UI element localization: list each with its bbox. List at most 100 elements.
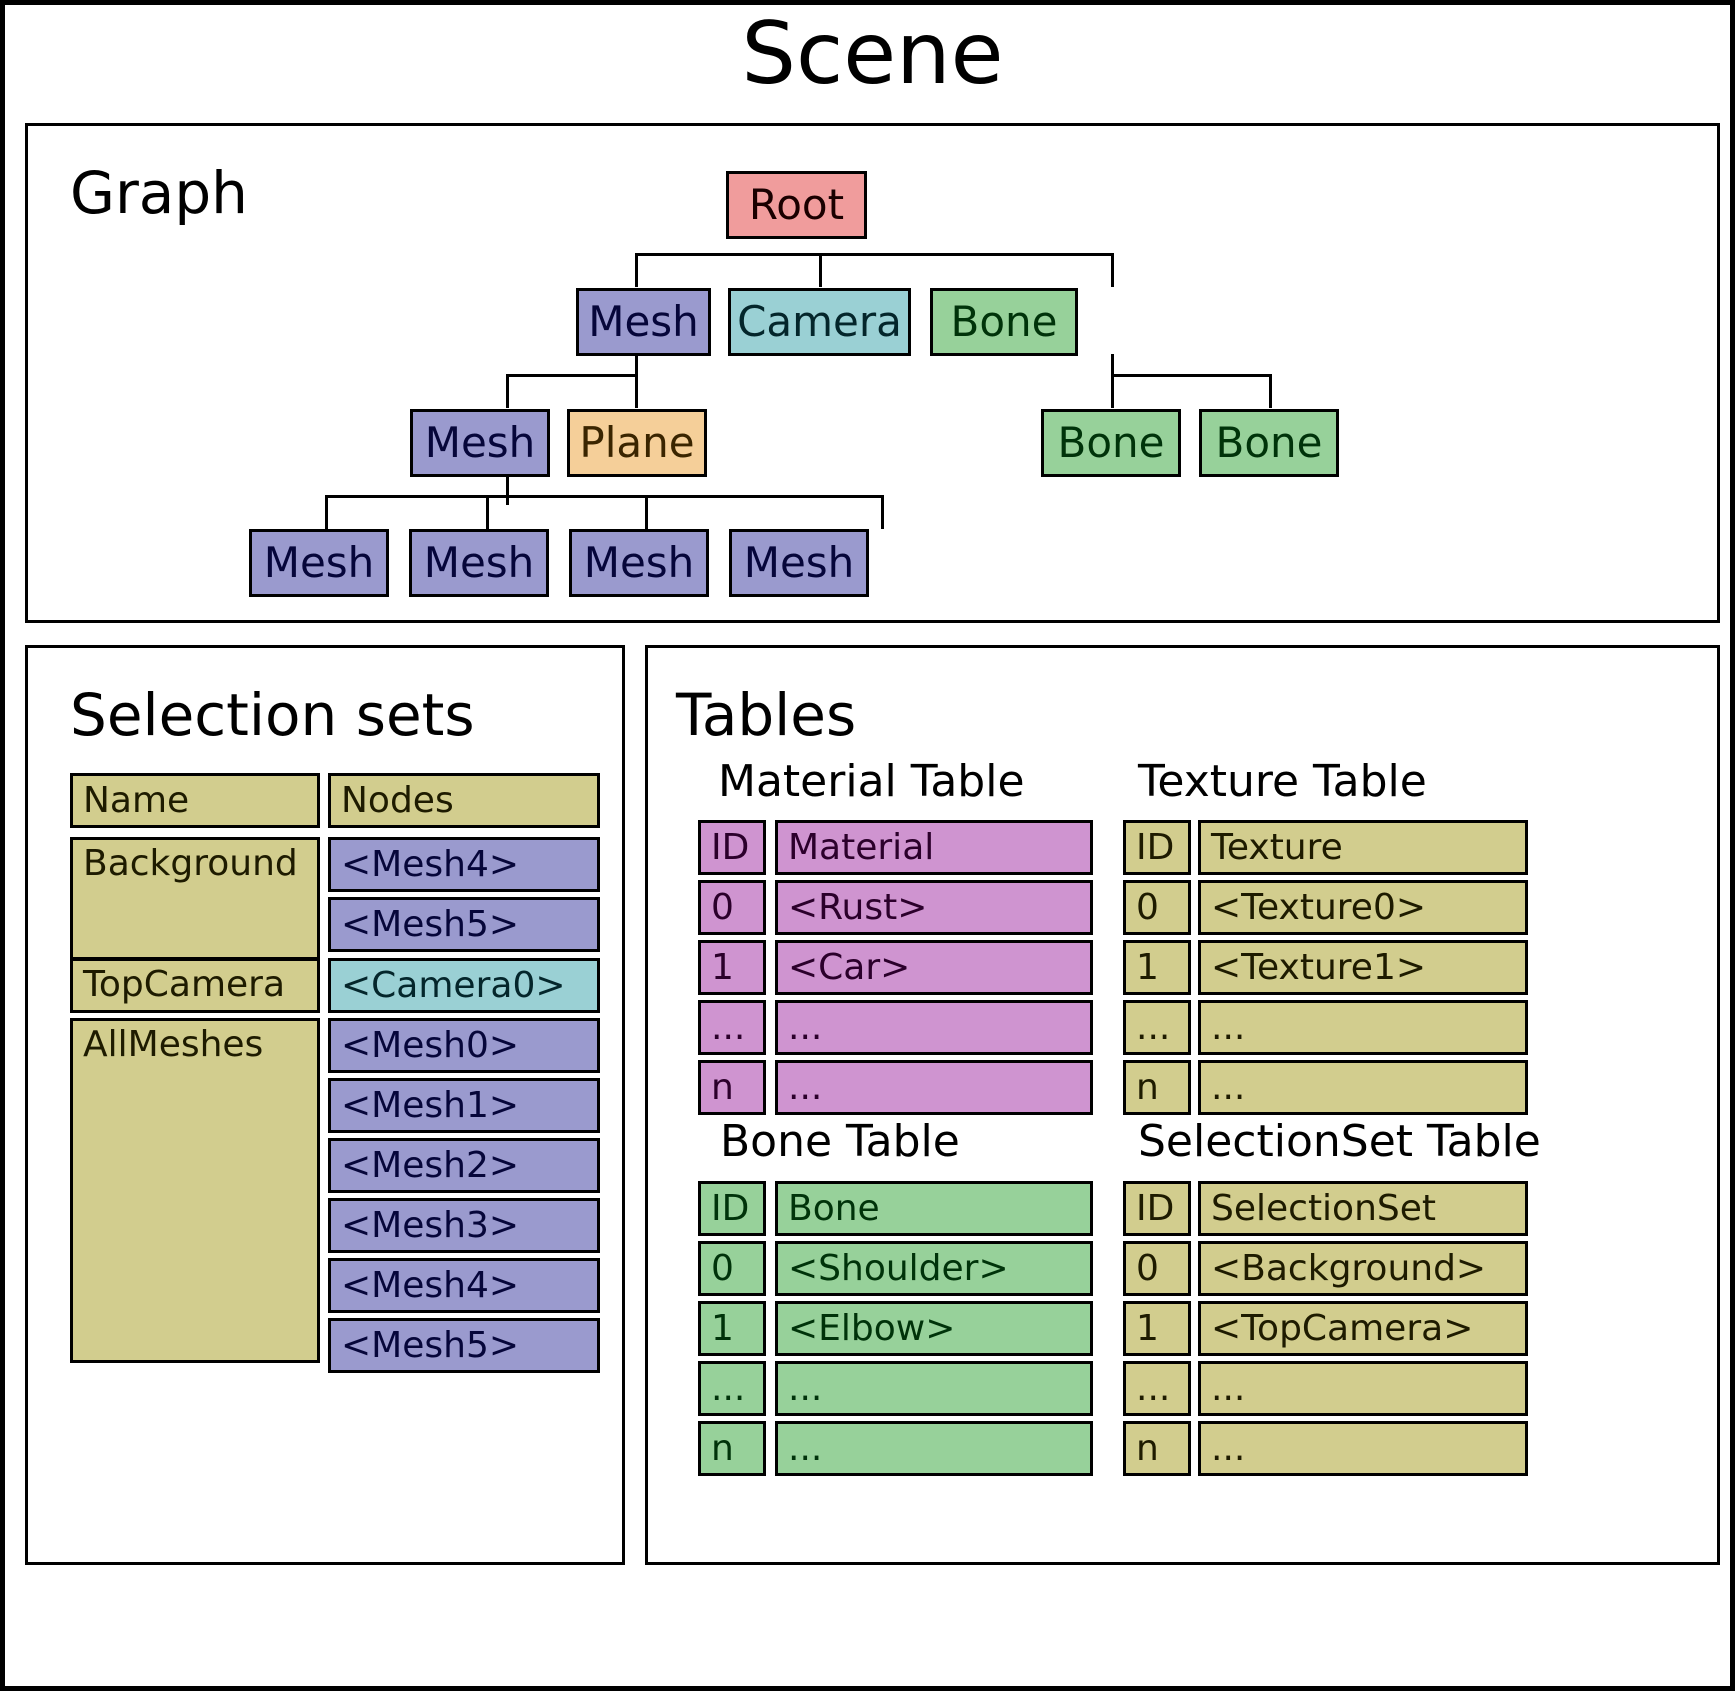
edge-mesh-bus bbox=[506, 374, 638, 377]
bone-row-value[interactable]: ... bbox=[775, 1361, 1093, 1416]
graph-node-mesh-l3a[interactable]: Mesh bbox=[249, 529, 389, 597]
selectionset-row-value[interactable]: ... bbox=[1198, 1361, 1528, 1416]
cell-label: n bbox=[711, 1066, 734, 1108]
texture-row-value[interactable]: ... bbox=[1198, 1000, 1528, 1055]
selset-name-cell[interactable]: Background bbox=[70, 837, 320, 960]
texture-row-id[interactable]: ... bbox=[1123, 1000, 1191, 1055]
edge-mesh-child-b bbox=[635, 374, 638, 408]
edge-mesh2-c3 bbox=[645, 495, 648, 529]
graph-node-label: Camera bbox=[737, 297, 902, 346]
selset-node-cell[interactable]: <Mesh4> bbox=[328, 837, 600, 892]
selectionset-row-id[interactable]: 0 bbox=[1123, 1241, 1191, 1296]
graph-node-mesh-l1[interactable]: Mesh bbox=[576, 288, 711, 356]
graph-node-label: Mesh bbox=[743, 538, 855, 587]
graph-node-plane[interactable]: Plane bbox=[567, 409, 707, 477]
cell-label: 1 bbox=[1136, 1307, 1159, 1349]
texture-row-id[interactable]: 0 bbox=[1123, 880, 1191, 935]
edge-root-bone bbox=[1111, 253, 1114, 287]
selectionset-row-id[interactable]: n bbox=[1123, 1421, 1191, 1476]
cell-label: ... bbox=[1136, 1006, 1171, 1048]
material-row-id[interactable]: n bbox=[698, 1060, 766, 1115]
selset-node-cell[interactable]: <Mesh5> bbox=[328, 1318, 600, 1373]
selectionset-row-value[interactable]: <TopCamera> bbox=[1198, 1301, 1528, 1356]
material-row-value[interactable]: ... bbox=[775, 1000, 1093, 1055]
edge-mesh2-c2 bbox=[486, 495, 489, 529]
tables-heading: Tables bbox=[676, 681, 857, 749]
edge-mesh2-stem bbox=[506, 475, 509, 505]
texture-row-value[interactable]: <Texture1> bbox=[1198, 940, 1528, 995]
selectionset-row-value[interactable]: <Background> bbox=[1198, 1241, 1528, 1296]
column-header-label: ID bbox=[1136, 826, 1175, 868]
texture-row-value[interactable]: ... bbox=[1198, 1060, 1528, 1115]
graph-heading: Graph bbox=[70, 159, 248, 227]
selectionset-header-value: SelectionSet bbox=[1198, 1181, 1528, 1236]
selset-header-name: Name bbox=[70, 773, 320, 828]
graph-node-mesh-l3d[interactable]: Mesh bbox=[729, 529, 869, 597]
graph-node-camera[interactable]: Camera bbox=[728, 288, 911, 356]
graph-node-label: Mesh bbox=[423, 538, 535, 587]
selset-name-label: AllMeshes bbox=[83, 1024, 264, 1065]
material-row-id[interactable]: 0 bbox=[698, 880, 766, 935]
graph-node-mesh-l2[interactable]: Mesh bbox=[410, 409, 550, 477]
selset-node-label: <Mesh0> bbox=[341, 1024, 520, 1066]
bone-row-value[interactable]: ... bbox=[775, 1421, 1093, 1476]
bone-row-id[interactable]: n bbox=[698, 1421, 766, 1476]
selectionset-row-value[interactable]: ... bbox=[1198, 1421, 1528, 1476]
cell-label: 1 bbox=[711, 946, 734, 988]
bone-row-id[interactable]: ... bbox=[698, 1361, 766, 1416]
bone-row-value[interactable]: <Shoulder> bbox=[775, 1241, 1093, 1296]
texture-row-id[interactable]: 1 bbox=[1123, 940, 1191, 995]
graph-node-mesh-l3b[interactable]: Mesh bbox=[409, 529, 549, 597]
material-row-id[interactable]: 1 bbox=[698, 940, 766, 995]
cell-label: n bbox=[1136, 1066, 1159, 1108]
edge-mesh2-c4 bbox=[881, 495, 884, 529]
graph-node-bone-b[interactable]: Bone bbox=[1199, 409, 1339, 477]
material-row-value[interactable]: ... bbox=[775, 1060, 1093, 1115]
graph-node-label: Root bbox=[748, 180, 845, 229]
cell-label: ... bbox=[711, 1367, 746, 1409]
material-header-value: Material bbox=[775, 820, 1093, 875]
edge-mesh2-bus bbox=[325, 495, 884, 498]
graph-node-bone-a[interactable]: Bone bbox=[1041, 409, 1181, 477]
column-header-label: SelectionSet bbox=[1211, 1187, 1437, 1229]
cell-label: <Elbow> bbox=[788, 1307, 956, 1349]
cell-label: n bbox=[711, 1427, 734, 1469]
cell-label: <Background> bbox=[1211, 1247, 1487, 1289]
material-row-value[interactable]: <Car> bbox=[775, 940, 1093, 995]
selectionset-row-id[interactable]: 1 bbox=[1123, 1301, 1191, 1356]
selset-name-cell[interactable]: AllMeshes bbox=[70, 1018, 320, 1363]
column-header-label: Name bbox=[83, 779, 190, 821]
cell-label: ... bbox=[1211, 1006, 1246, 1048]
bone-row-id[interactable]: 0 bbox=[698, 1241, 766, 1296]
selset-header-nodes: Nodes bbox=[328, 773, 600, 828]
selset-node-cell[interactable]: <Mesh3> bbox=[328, 1198, 600, 1253]
graph-node-root[interactable]: Root bbox=[726, 171, 867, 239]
column-header-label: ID bbox=[711, 1187, 750, 1229]
bone-row-id[interactable]: 1 bbox=[698, 1301, 766, 1356]
texture-row-value[interactable]: <Texture0> bbox=[1198, 880, 1528, 935]
selset-node-cell[interactable]: <Mesh2> bbox=[328, 1138, 600, 1193]
selectionset-row-id[interactable]: ... bbox=[1123, 1361, 1191, 1416]
selset-node-cell[interactable]: <Camera0> bbox=[328, 958, 600, 1013]
cell-label: ... bbox=[1211, 1367, 1246, 1409]
graph-panel: Graph Root Mesh Camera Bone Mesh bbox=[25, 123, 1720, 623]
selset-node-cell[interactable]: <Mesh0> bbox=[328, 1018, 600, 1073]
selset-node-cell[interactable]: <Mesh1> bbox=[328, 1078, 600, 1133]
edge-bone-stem bbox=[1111, 354, 1114, 384]
graph-node-bone-l1[interactable]: Bone bbox=[930, 288, 1078, 356]
bone-row-value[interactable]: <Elbow> bbox=[775, 1301, 1093, 1356]
material-row-value[interactable]: <Rust> bbox=[775, 880, 1093, 935]
cell-label: <Rust> bbox=[788, 886, 928, 928]
selset-node-cell[interactable]: <Mesh5> bbox=[328, 897, 600, 952]
selset-name-cell[interactable]: TopCamera bbox=[70, 958, 320, 1013]
graph-node-label: Mesh bbox=[263, 538, 375, 587]
selset-node-cell[interactable]: <Mesh4> bbox=[328, 1258, 600, 1313]
edge-root-mesh bbox=[635, 253, 638, 287]
material-row-id[interactable]: ... bbox=[698, 1000, 766, 1055]
edge-mesh2-c1 bbox=[325, 495, 328, 529]
graph-node-mesh-l3c[interactable]: Mesh bbox=[569, 529, 709, 597]
cell-label: 0 bbox=[711, 1247, 734, 1289]
graph-node-label: Mesh bbox=[588, 297, 699, 346]
cell-label: 0 bbox=[1136, 886, 1159, 928]
texture-row-id[interactable]: n bbox=[1123, 1060, 1191, 1115]
